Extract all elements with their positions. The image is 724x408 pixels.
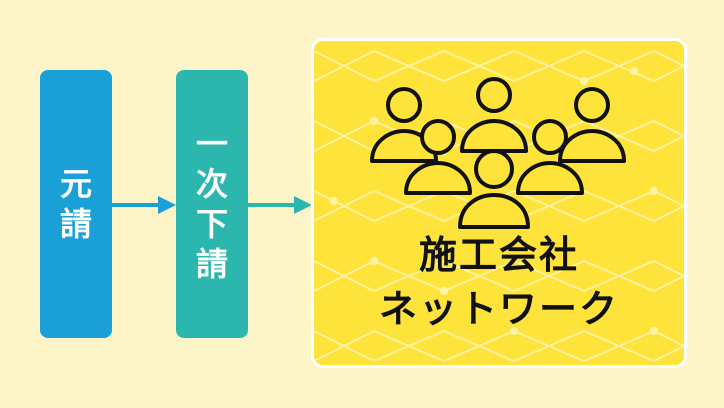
label-char: 請: [195, 245, 228, 283]
label-char: 下: [195, 205, 228, 243]
contractor-network-box: 施工会社 ネットワーク: [311, 38, 687, 368]
prime-contractor-label: 元 請: [60, 164, 92, 244]
first-subcontractor-box: 一 次 下 請: [176, 70, 248, 338]
label-char: 請: [59, 205, 92, 243]
people-group-icon: [370, 77, 626, 229]
network-pattern-icon: [314, 49, 684, 363]
arrow-right-icon: [248, 196, 312, 214]
label-char: 元: [59, 165, 92, 203]
arrow-right-icon: [112, 196, 176, 214]
label-char: 一: [195, 125, 228, 163]
network-title-line2: ネットワーク: [378, 287, 619, 331]
label-char: 次: [195, 165, 228, 203]
prime-contractor-box: 元 請: [40, 70, 112, 338]
first-subcontractor-label: 一 次 下 請: [196, 124, 228, 284]
network-title-line1: 施工会社: [418, 233, 579, 277]
